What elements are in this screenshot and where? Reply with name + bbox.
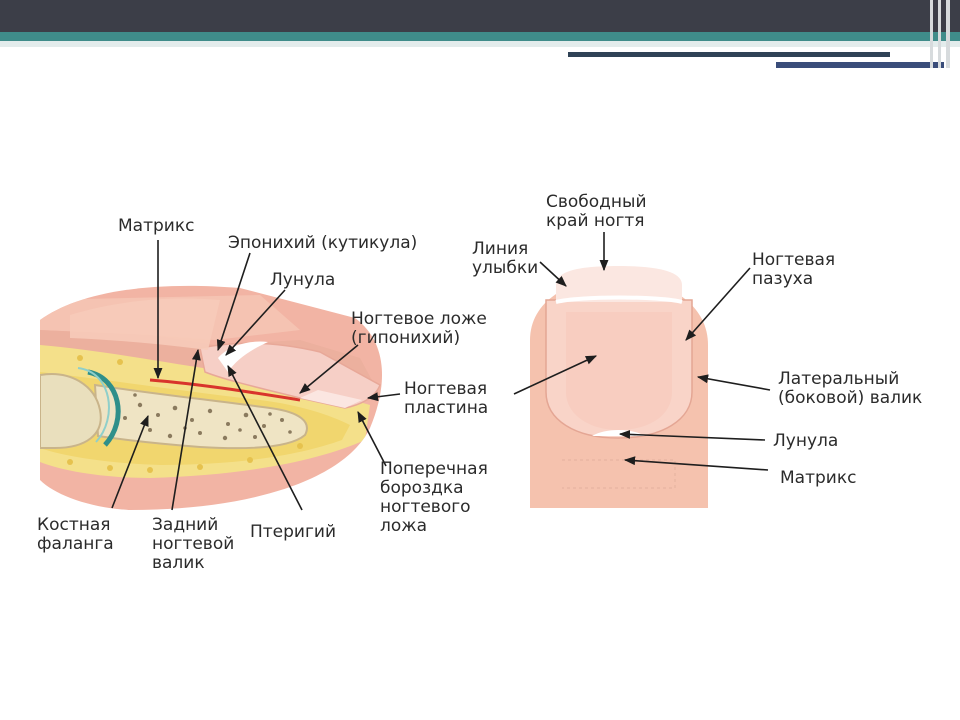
slide-accent-line-2: [776, 62, 944, 68]
slide-corner-stripe: [938, 0, 941, 68]
slide-light-band: [0, 41, 960, 47]
label-matrix-right: Матрикс: [780, 468, 857, 488]
label-free-edge: Свободный край ногтя: [546, 192, 647, 231]
slide-corner-stripe: [946, 0, 950, 68]
label-lateral-fold: Латеральный (боковой) валик: [778, 369, 923, 408]
label-nail-sinus: Ногтевая пазуха: [752, 250, 836, 289]
label-nail-plate: Ногтевая пластина: [404, 379, 489, 418]
label-lunula-left: Лунула: [270, 270, 336, 290]
label-bone-phalanx: Костная фаланга: [37, 515, 114, 554]
label-eponychium: Эпонихий (кутикула): [228, 233, 418, 253]
finger-front-view: [530, 266, 708, 508]
label-lunula-right: Лунула: [773, 431, 839, 451]
label-matrix-left: Матрикс: [118, 216, 195, 236]
slide-teal-bar: [0, 32, 960, 41]
label-nail-bed: Ногтевое ложе (гипонихий): [351, 309, 487, 348]
label-pterygium: Птеригий: [250, 522, 337, 542]
label-posterior-fold: Задний ногтевой валик: [152, 515, 235, 573]
label-smile-line: Линия улыбки: [472, 239, 539, 278]
pointer-lines: [111, 232, 771, 511]
slide-top-bar: [0, 0, 960, 32]
slide-corner-stripe: [930, 0, 933, 68]
slide-accent-line: [568, 52, 890, 57]
finger-cross-section: [40, 285, 382, 510]
label-transverse-groove: Поперечная бороздка ногтевого ложа: [380, 459, 488, 536]
